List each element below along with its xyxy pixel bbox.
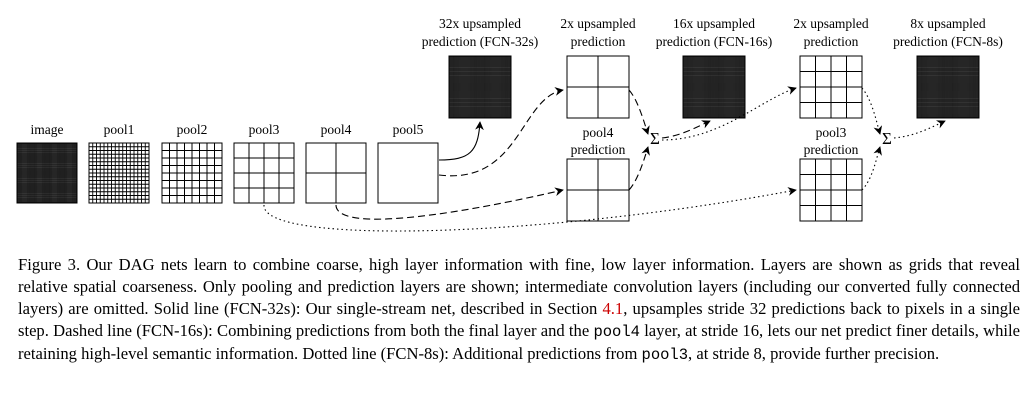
up2b-label-line2: prediction bbox=[804, 34, 859, 49]
pool2-grid-lines bbox=[162, 143, 222, 203]
fcn32-label-line2: prediction (FCN-32s) bbox=[422, 34, 539, 49]
sum-symbol-fcn16: Σ bbox=[650, 129, 660, 148]
up2b-prediction-grid-lines bbox=[800, 56, 862, 118]
pool1-grid-lines bbox=[89, 143, 149, 203]
caption-text-4: , at stride 8, provide further precision… bbox=[688, 344, 940, 363]
dashed-connector-sum-to-fcn16 bbox=[661, 120, 711, 139]
up2a-prediction-grid-lines bbox=[567, 56, 629, 118]
image-label: image bbox=[31, 122, 64, 137]
pool1-label: pool1 bbox=[104, 122, 135, 137]
caption-code-pool4: pool4 bbox=[593, 323, 640, 341]
pool4-prediction-label-line1: pool4 bbox=[583, 125, 614, 140]
section-reference-link[interactable]: 4.1 bbox=[602, 299, 624, 318]
pool4-grid-lines bbox=[306, 143, 366, 203]
caption-code-pool3: pool3 bbox=[641, 346, 689, 364]
solid-connector-fcn32 bbox=[438, 121, 484, 161]
dashed-connector-pool5-to-up2 bbox=[438, 87, 564, 177]
sum-symbol-fcn8: Σ bbox=[882, 129, 892, 148]
pool5-label: pool5 bbox=[393, 122, 424, 137]
pool3-prediction-label-line1: pool3 bbox=[816, 125, 847, 140]
dotted-connector-sum-to-fcn8 bbox=[893, 120, 946, 139]
fcn16-output-grid-lines bbox=[683, 56, 745, 118]
pool3-label: pool3 bbox=[249, 122, 280, 137]
pool4-label: pool4 bbox=[321, 122, 352, 137]
caption-text-2: , upsamples stride 32 predictions back t… bbox=[18, 299, 1020, 340]
figure-caption: Figure 3. Our DAG nets learn to combine … bbox=[18, 254, 1020, 366]
figure-diagram: image pool1 pool2 pool3 pool4 pool5 32x … bbox=[16, 16, 1003, 232]
up2b-label-line1: 2x upsampled bbox=[793, 16, 869, 31]
pool4-prediction-grid-lines bbox=[567, 159, 629, 221]
caption-text-3: layer, at stride 16, lets our net predic… bbox=[18, 321, 1020, 363]
fcn16-label-line2: prediction (FCN-16s) bbox=[656, 34, 773, 49]
dashed-connector-pool4-to-prediction bbox=[335, 187, 564, 220]
pool3-grid-lines bbox=[234, 143, 294, 203]
dotted-connector-up2-to-sum bbox=[861, 87, 883, 135]
fcn32-output-grid-lines bbox=[449, 56, 511, 118]
up2a-label-line2: prediction bbox=[571, 34, 626, 49]
caption-text-1: Figure 3. Our DAG nets learn to combine … bbox=[18, 255, 1020, 318]
dotted-connector-sum-to-up2 bbox=[661, 86, 797, 141]
pool3-prediction-label-line2: prediction bbox=[804, 142, 859, 157]
fcn16-label-line1: 16x upsampled bbox=[673, 16, 755, 31]
pool3-prediction-grid-lines bbox=[800, 159, 862, 221]
image-grid-lines bbox=[17, 143, 77, 203]
dotted-connector-pool3pred-to-sum bbox=[861, 146, 882, 191]
fcn8-output-grid-lines bbox=[917, 56, 979, 118]
pool4-prediction-label-line2: prediction bbox=[571, 142, 626, 157]
fcn8-label-line1: 8x upsampled bbox=[910, 16, 986, 31]
pool5-grid bbox=[377, 142, 439, 204]
dotted-connector-pool3-to-prediction bbox=[263, 187, 797, 232]
dashed-connector-up2-to-sum bbox=[628, 89, 650, 135]
up2a-label-line1: 2x upsampled bbox=[560, 16, 636, 31]
fcn32-label-line1: 32x upsampled bbox=[439, 16, 521, 31]
pool2-label: pool2 bbox=[177, 122, 208, 137]
dashed-connector-pool4pred-to-sum bbox=[628, 146, 650, 191]
fcn8-label-line2: prediction (FCN-8s) bbox=[893, 34, 1003, 49]
